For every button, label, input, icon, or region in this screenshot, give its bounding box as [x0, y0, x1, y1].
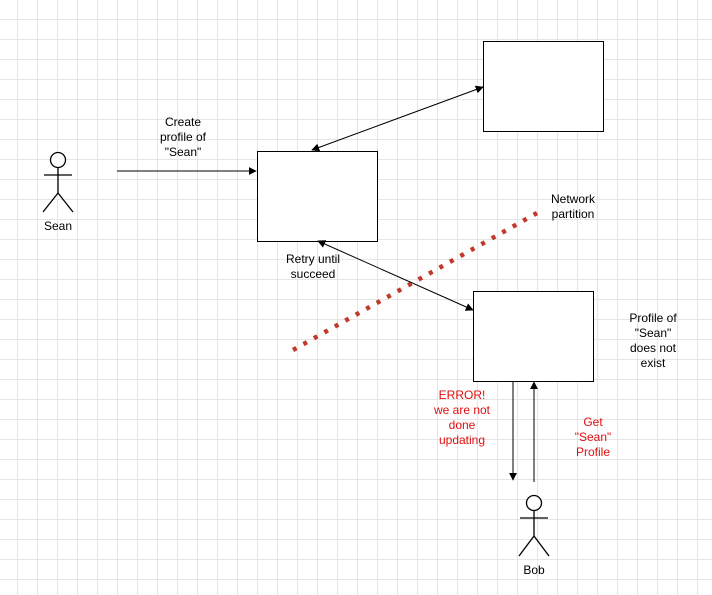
server-box-top[interactable] — [483, 41, 604, 132]
error-label: ERROR! we are not done updating — [433, 388, 491, 447]
arrow-middle-top[interactable] — [311, 85, 484, 152]
actor-sean-figure[interactable] — [42, 151, 74, 213]
actor-bob-label: Bob — [523, 563, 545, 577]
actor-bob-figure[interactable] — [518, 494, 550, 557]
profile-not-exist-label: Profile of "Sean" does not exist — [629, 311, 677, 370]
network-partition-label: Network partition — [550, 192, 595, 221]
server-box-middle[interactable] — [257, 151, 378, 242]
arrow-middle-bottom[interactable] — [317, 240, 474, 311]
create-profile-label: Create profile of "Sean" — [159, 115, 207, 159]
server-box-bottom[interactable] — [473, 291, 594, 382]
get-profile-label: Get "Sean" Profile — [574, 415, 612, 459]
actor-sean-label: Sean — [43, 219, 73, 233]
retry-label: Retry until succeed — [285, 252, 341, 281]
